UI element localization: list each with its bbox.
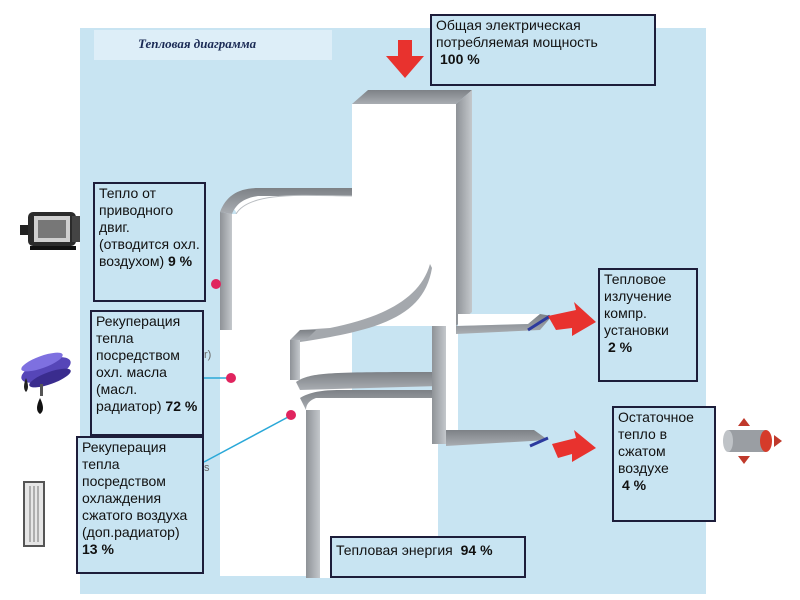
total-power-box: Общая электрическая потребляемая мощност… bbox=[430, 14, 656, 86]
band-right-lower bbox=[432, 314, 552, 448]
thermal-energy-value: 94 % bbox=[460, 542, 493, 558]
band-curve-shadow bbox=[300, 264, 432, 342]
total-power-label: Общая электрическая потребляемая мощност… bbox=[436, 17, 598, 50]
radiation-label: Тепловое излучение компр. установки bbox=[604, 271, 672, 338]
radiation-value: 2 % bbox=[608, 339, 633, 355]
thermal-energy-box: Тепловая энергия 94 % bbox=[330, 536, 526, 578]
input-arrow-icon bbox=[386, 40, 424, 78]
stray-s-mark: s bbox=[204, 462, 210, 474]
oil-recovery-value: 72 % bbox=[165, 398, 198, 414]
motor-heat-value: 9 % bbox=[168, 253, 193, 269]
band-oil-recovery bbox=[290, 330, 440, 390]
motor-heat-dot bbox=[211, 279, 221, 289]
diagram-title: Тепловая диаграмма bbox=[138, 36, 257, 51]
radiation-box: Тепловое излучение компр. установки 2 % bbox=[598, 268, 698, 382]
motor-heat-box: Тепло от приводного двиг. (отводится охл… bbox=[93, 182, 206, 302]
motor-heat-label: Тепло от приводного двиг. (отводится охл… bbox=[99, 185, 200, 269]
residual-arrow-icon bbox=[552, 430, 596, 462]
radiation-arrow-icon bbox=[548, 302, 596, 336]
oil-recovery-dot bbox=[226, 373, 236, 383]
air-recovery-dot bbox=[286, 410, 296, 420]
oil-recovery-label: Рекуперация тепла посредством охл. масла… bbox=[96, 313, 181, 414]
residual-label: Остаточное тепло в сжатом воздухе bbox=[618, 409, 694, 476]
air-recovery-value: 13 % bbox=[82, 541, 114, 557]
air-recovery-box: Рекуперация тепла посредством охлаждения… bbox=[76, 436, 204, 574]
oil-recovery-box: Рекуперация тепла посредством охл. масла… bbox=[90, 310, 204, 436]
total-power-value: 100 % bbox=[440, 51, 480, 67]
oil-cooler-icon bbox=[21, 352, 71, 414]
band-main-curve bbox=[296, 104, 456, 330]
air-recovery-label: Рекуперация тепла посредством охлаждения… bbox=[82, 439, 188, 540]
thermal-energy-label: Тепловая энергия bbox=[336, 542, 453, 558]
residual-value: 4 % bbox=[622, 477, 647, 493]
residual-box: Остаточное тепло в сжатом воздухе 4 % bbox=[612, 406, 716, 522]
air-leader-line bbox=[203, 415, 291, 463]
pipe-icon bbox=[723, 418, 782, 464]
stray-r-mark: r) bbox=[204, 349, 211, 361]
air-radiator-icon bbox=[23, 481, 45, 547]
electric-motor-icon bbox=[20, 212, 80, 250]
title-strip bbox=[94, 30, 332, 60]
